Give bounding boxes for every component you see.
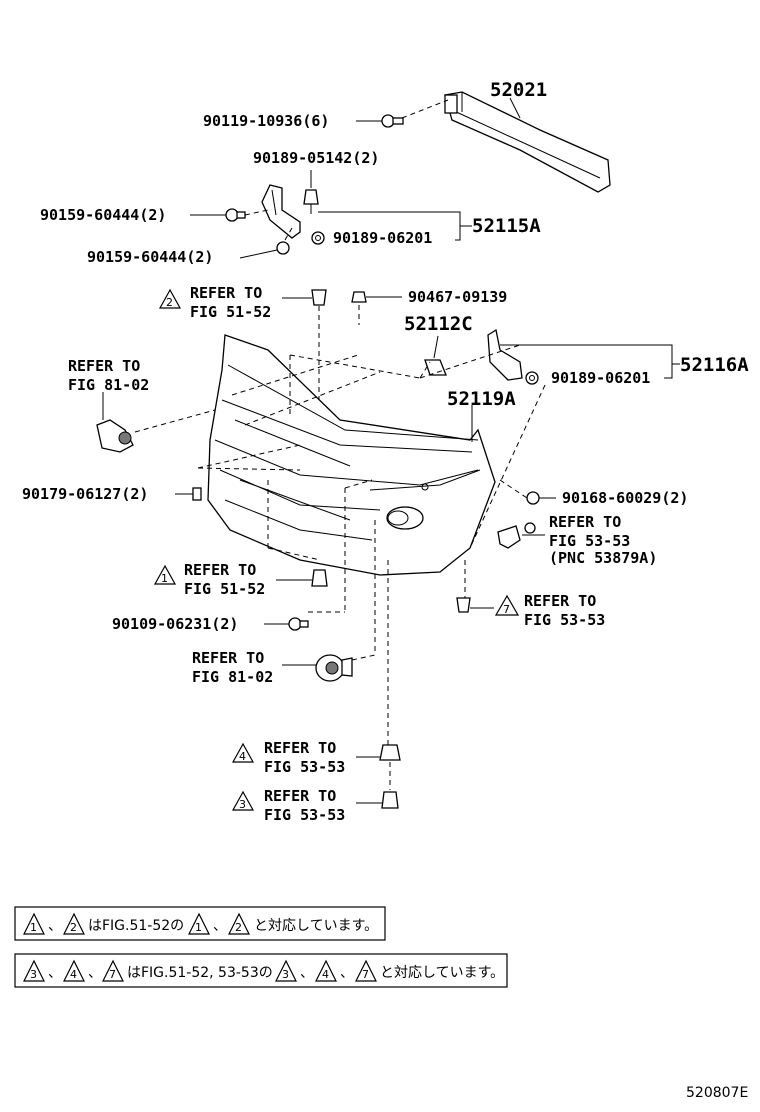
svg-text:4: 4 <box>70 968 77 981</box>
screw-lower-1-icon <box>311 569 328 587</box>
svg-text:7: 7 <box>362 968 369 981</box>
nut-90189-06201a-icon <box>311 231 325 245</box>
svg-text:、: 、 <box>48 965 62 981</box>
label-90168: 90168-60029(2) <box>562 489 688 507</box>
svg-text:2: 2 <box>166 296 173 309</box>
note-2-end: と対応しています。 <box>380 965 504 981</box>
svg-text:、: 、 <box>88 965 102 981</box>
svg-text:3: 3 <box>239 798 246 811</box>
bracket-52115A <box>261 184 301 239</box>
ref-marker-4-icon: 4 <box>231 742 255 763</box>
ref-label-5b: FIG 53-53 <box>524 611 605 629</box>
ref-label-5a: REFER TO <box>524 592 596 610</box>
label-52021: 52021 <box>490 79 547 101</box>
bumper-cover-52119A <box>207 334 496 576</box>
screw-90168-icon <box>526 491 540 505</box>
label-52112C: 52112C <box>404 313 473 335</box>
label-90159b: 90159-60444(2) <box>87 248 213 266</box>
svg-text:1: 1 <box>161 572 168 585</box>
ref-marker-2-icon: 2 <box>158 288 182 309</box>
svg-text:7: 7 <box>503 603 510 616</box>
screw-90159b-icon <box>276 241 290 255</box>
ref-label-6a: REFER TO <box>192 649 264 667</box>
svg-text:、: 、 <box>340 965 354 981</box>
bracket-53879A-icon <box>497 522 536 549</box>
svg-text:2: 2 <box>235 921 242 934</box>
reinforcement-52021 <box>444 91 611 193</box>
svg-text:3: 3 <box>282 968 289 981</box>
label-90189-06201a: 90189-06201 <box>333 229 432 247</box>
label-90109: 90109-06231(2) <box>112 615 238 633</box>
ref-label-1a: REFER TO <box>190 284 262 302</box>
svg-text:3: 3 <box>30 968 37 981</box>
svg-text:1: 1 <box>30 921 37 934</box>
ref-label-3a: REFER TO <box>549 513 621 531</box>
bolt-90119-icon <box>381 114 404 128</box>
label-52119A: 52119A <box>447 388 516 410</box>
label-90189-06201b: 90189-06201 <box>551 369 650 387</box>
svg-text:4: 4 <box>322 968 329 981</box>
ref-marker-7-icon: 7 <box>494 594 520 616</box>
push-clip-top-icon <box>311 289 327 306</box>
screw-90159a-icon <box>225 208 246 222</box>
clip-marker-4-icon <box>379 744 401 761</box>
ref-label-8b: FIG 53-53 <box>264 806 345 824</box>
label-90159a: 90159-60444(2) <box>40 206 166 224</box>
screw-marker-3-icon <box>381 791 399 809</box>
clip-90467-icon <box>351 291 367 303</box>
svg-text:2: 2 <box>70 921 77 934</box>
ref-label-2a: REFER TO <box>68 357 140 375</box>
ref-label-6b: FIG 81-02 <box>192 668 273 686</box>
label-52116A: 52116A <box>680 354 749 376</box>
ref-label-1b: FIG 51-52 <box>190 303 271 321</box>
svg-text:、: 、 <box>213 918 227 934</box>
note-box-2: 3 、 4 、 7 はFIG.51-52, 53-53の 3 、 4 、 7 と… <box>14 953 508 988</box>
clip-90189-05142-icon <box>303 189 319 214</box>
fog-lamp-left-icon <box>96 419 134 453</box>
screw-90109-icon <box>288 617 309 631</box>
ref-marker-1-icon: 1 <box>153 564 177 585</box>
note-box-1: 1 、 2 はFIG.51-52の 1 、 2 と対応しています。 <box>14 906 386 941</box>
label-90179: 90179-06127(2) <box>22 485 148 503</box>
ref-label-3b: FIG 53-53 <box>549 532 630 550</box>
ref-label-3c: (PNC 53879A) <box>549 549 657 567</box>
svg-text:4: 4 <box>239 750 246 763</box>
ref-label-7a: REFER TO <box>264 739 336 757</box>
note-1-text: はFIG.51-52の <box>88 918 184 934</box>
label-90119: 90119-10936(6) <box>203 112 329 130</box>
note-2-text: はFIG.51-52, 53-53の <box>127 965 273 981</box>
svg-text:7: 7 <box>109 968 116 981</box>
label-52115A: 52115A <box>472 215 541 237</box>
push-clip-7-icon <box>456 597 471 613</box>
ref-label-2b: FIG 81-02 <box>68 376 149 394</box>
clip-90179-icon <box>192 487 202 501</box>
svg-text:、: 、 <box>48 918 62 934</box>
nut-90189-06201b-icon <box>525 371 539 385</box>
ref-label-4b: FIG 51-52 <box>184 580 265 598</box>
label-90189-05142: 90189-05142(2) <box>253 149 379 167</box>
svg-text:1: 1 <box>195 921 202 934</box>
ref-marker-3-icon: 3 <box>231 790 255 811</box>
ref-label-8a: REFER TO <box>264 787 336 805</box>
svg-text:、: 、 <box>300 965 314 981</box>
bracket-52116A <box>487 328 523 381</box>
note-1-end: と対応しています。 <box>254 918 378 934</box>
ref-label-7b: FIG 53-53 <box>264 758 345 776</box>
diagram-code: 520807E <box>686 1085 748 1101</box>
retainer-52112C-icon <box>424 359 447 376</box>
ref-label-4a: REFER TO <box>184 561 256 579</box>
label-90467: 90467-09139 <box>408 288 507 306</box>
fog-lamp-right-icon <box>315 654 353 682</box>
